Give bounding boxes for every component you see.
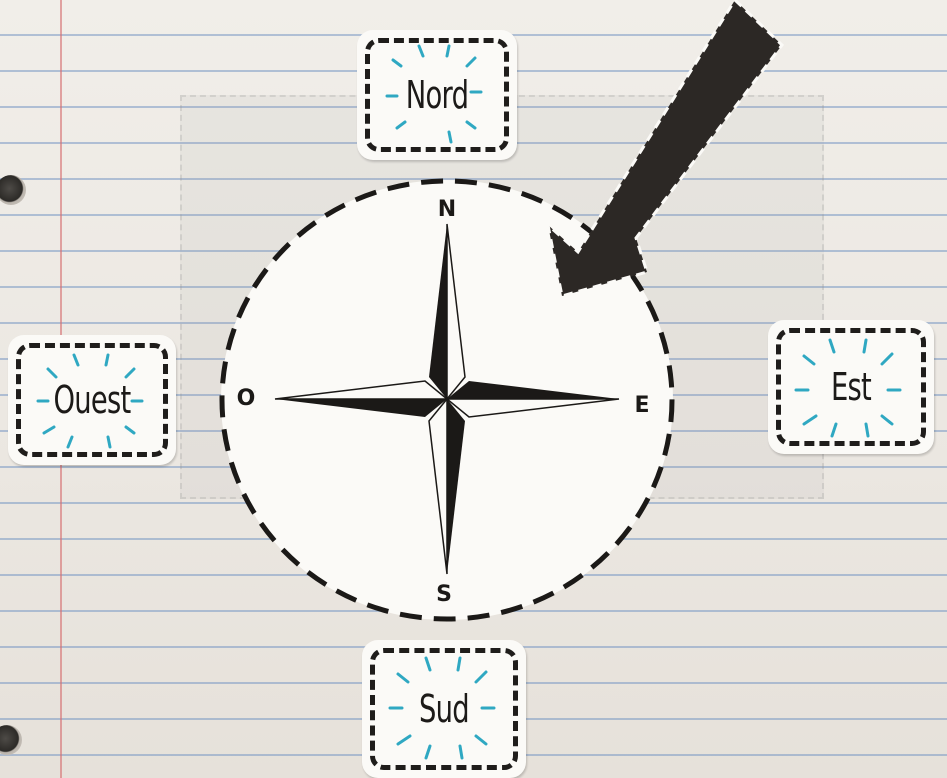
pointer-arrow-icon (540, 0, 800, 310)
card-label-south: Sud (385, 687, 503, 731)
compass-label-west: O (237, 386, 256, 411)
compass-label-north: N (438, 197, 456, 222)
card-label-north: Nord (379, 73, 494, 117)
card-label-west: Ouest (32, 378, 153, 422)
direction-card-west: Ouest (8, 335, 176, 465)
binder-hole (0, 725, 22, 755)
card-label-east: Est (791, 365, 911, 409)
compass-label-south: S (436, 582, 452, 607)
direction-card-north: Nord (357, 30, 517, 160)
binder-hole (0, 175, 26, 205)
compass-label-east: E (634, 393, 649, 418)
direction-card-south: Sud (362, 640, 526, 778)
direction-card-east: Est (768, 320, 934, 454)
